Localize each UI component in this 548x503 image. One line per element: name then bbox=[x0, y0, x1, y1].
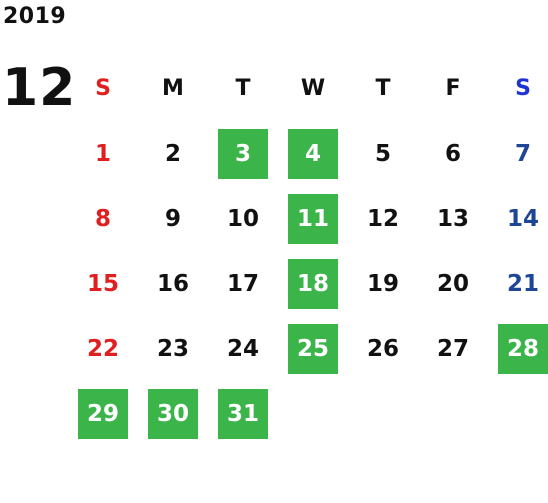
day-number[interactable]: 13 bbox=[436, 205, 469, 232]
day-number[interactable]: 12 bbox=[366, 205, 399, 232]
day-cell: 5 bbox=[348, 121, 418, 186]
week-row: 29 30 31 bbox=[68, 381, 548, 446]
weekday-header-sat: S bbox=[515, 76, 531, 101]
day-number[interactable]: 25 bbox=[288, 323, 338, 374]
weekday-header-wed: W bbox=[300, 76, 326, 101]
day-cell: 7 bbox=[488, 121, 548, 186]
day-number[interactable]: 15 bbox=[86, 270, 119, 297]
day-cell: 17 bbox=[208, 251, 278, 316]
day-cell bbox=[348, 381, 418, 446]
day-cell: 25 bbox=[278, 316, 348, 381]
day-number[interactable]: 26 bbox=[366, 335, 399, 362]
weekday-header-thu: T bbox=[375, 76, 391, 101]
day-number[interactable]: 20 bbox=[436, 270, 469, 297]
day-number[interactable]: 2 bbox=[164, 140, 181, 167]
day-number[interactable]: 11 bbox=[288, 193, 338, 244]
month-number: 12 bbox=[2, 58, 77, 118]
day-number[interactable]: 21 bbox=[506, 270, 539, 297]
week-row: 8 9 10 11 12 13 14 bbox=[68, 186, 548, 251]
day-number[interactable]: 4 bbox=[288, 128, 338, 179]
day-number bbox=[428, 389, 478, 439]
day-number[interactable]: 27 bbox=[436, 335, 469, 362]
day-number[interactable]: 24 bbox=[226, 335, 259, 362]
day-cell bbox=[278, 381, 348, 446]
weekday-header-sun: S bbox=[95, 76, 111, 101]
day-number[interactable]: 14 bbox=[506, 205, 539, 232]
day-cell: 14 bbox=[488, 186, 548, 251]
day-cell: 27 bbox=[418, 316, 488, 381]
day-number[interactable]: 28 bbox=[498, 323, 548, 374]
day-number[interactable]: 31 bbox=[218, 388, 268, 439]
day-cell: 13 bbox=[418, 186, 488, 251]
day-number[interactable]: 7 bbox=[514, 140, 531, 167]
day-cell: 29 bbox=[68, 381, 138, 446]
day-cell: 21 bbox=[488, 251, 548, 316]
day-number[interactable]: 19 bbox=[366, 270, 399, 297]
day-number[interactable]: 3 bbox=[218, 128, 268, 179]
day-cell bbox=[488, 381, 548, 446]
day-number[interactable]: 8 bbox=[94, 205, 111, 232]
day-cell: 20 bbox=[418, 251, 488, 316]
weekday-header-row: S M T W T F S bbox=[68, 56, 548, 121]
day-cell: 15 bbox=[68, 251, 138, 316]
day-number[interactable]: 22 bbox=[86, 335, 119, 362]
day-number bbox=[358, 389, 408, 439]
day-number[interactable]: 18 bbox=[288, 258, 338, 309]
day-cell: 28 bbox=[488, 316, 548, 381]
day-cell: 3 bbox=[208, 121, 278, 186]
week-row: 15 16 17 18 19 20 21 bbox=[68, 251, 548, 316]
day-number[interactable]: 16 bbox=[156, 270, 189, 297]
day-cell: 12 bbox=[348, 186, 418, 251]
week-row: 22 23 24 25 26 27 28 bbox=[68, 316, 548, 381]
day-number[interactable]: 17 bbox=[226, 270, 259, 297]
day-cell: 11 bbox=[278, 186, 348, 251]
day-cell: 6 bbox=[418, 121, 488, 186]
day-cell bbox=[418, 381, 488, 446]
day-cell: 9 bbox=[138, 186, 208, 251]
day-cell: 4 bbox=[278, 121, 348, 186]
day-number[interactable]: 5 bbox=[374, 140, 391, 167]
day-number[interactable]: 10 bbox=[226, 205, 259, 232]
day-number[interactable]: 29 bbox=[78, 388, 128, 439]
day-cell: 24 bbox=[208, 316, 278, 381]
day-number[interactable]: 9 bbox=[164, 205, 181, 232]
day-cell: 31 bbox=[208, 381, 278, 446]
year-label: 2019 bbox=[3, 4, 67, 29]
day-cell: 30 bbox=[138, 381, 208, 446]
day-cell: 22 bbox=[68, 316, 138, 381]
day-number bbox=[288, 389, 338, 439]
day-cell: 19 bbox=[348, 251, 418, 316]
day-number[interactable]: 6 bbox=[444, 140, 461, 167]
day-cell: 1 bbox=[68, 121, 138, 186]
day-cell: 16 bbox=[138, 251, 208, 316]
day-cell: 23 bbox=[138, 316, 208, 381]
day-cell: 8 bbox=[68, 186, 138, 251]
weekday-header-tue: T bbox=[235, 76, 251, 101]
day-number[interactable]: 30 bbox=[148, 388, 198, 439]
day-cell: 2 bbox=[138, 121, 208, 186]
day-cell: 18 bbox=[278, 251, 348, 316]
weekday-header-fri: F bbox=[445, 76, 461, 101]
day-number[interactable]: 1 bbox=[94, 140, 111, 167]
day-number[interactable]: 23 bbox=[156, 335, 189, 362]
day-number bbox=[498, 389, 548, 439]
day-cell: 26 bbox=[348, 316, 418, 381]
weekday-header-mon: M bbox=[162, 76, 184, 101]
day-cell: 10 bbox=[208, 186, 278, 251]
